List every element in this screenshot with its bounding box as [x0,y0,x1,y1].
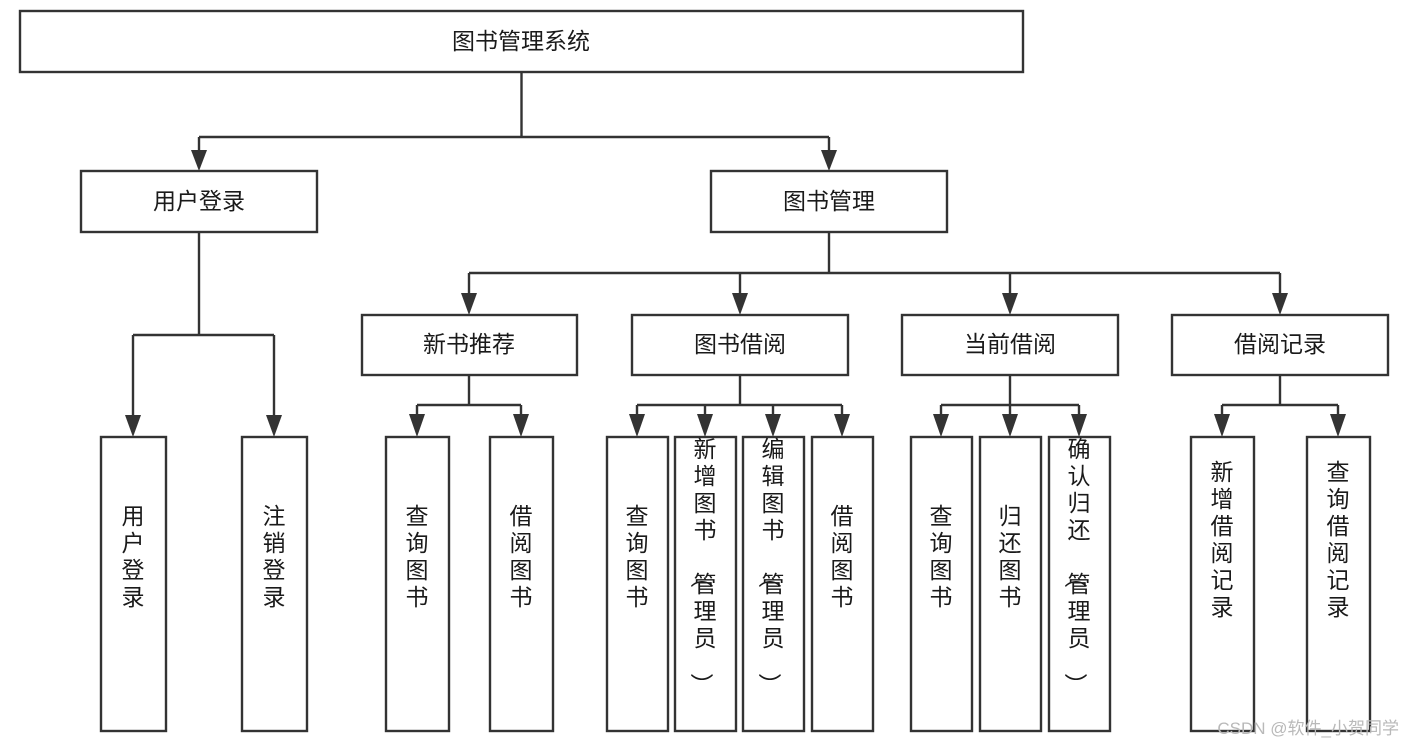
node-leaf-query-book-1-label: 查询图书 [406,503,429,610]
node-book-management-label: 图书管理 [783,188,875,214]
node-leaf-query-book-3-label: 查询图书 [930,503,953,610]
node-borrow-record[interactable]: 借阅记录 [1170,313,1390,377]
node-leaf-return-book-box[interactable] [978,435,1043,733]
node-leaf-user-login-box[interactable] [99,435,168,733]
node-leaf-query-book-2-box[interactable] [605,435,670,733]
node-leaf-borrow-book-1-box[interactable] [488,435,555,733]
arrow-head-leaf-query-record [1330,414,1346,437]
arrow-head-leaf-borrow-book-1 [513,414,529,437]
node-user-login[interactable]: 用户登录 [79,169,319,234]
node-leaf-add-book-box[interactable] [673,435,738,733]
node-leaf-add-record-label: 新增借阅记录 [1211,459,1234,620]
arrow-head-borrow-record [1272,293,1288,315]
arrow-head-leaf-query-book-3 [933,414,949,437]
arrow-head-leaf-add-record [1214,414,1230,437]
node-leaf-query-book-2-label: 查询图书 [626,503,649,610]
node-borrow-record-label: 借阅记录 [1234,331,1326,357]
arrow-head-book-management [821,150,837,171]
connector-group-user-login [125,232,282,437]
node-book-management-box[interactable] [709,169,949,234]
node-leaf-query-book-1-box[interactable] [384,435,451,733]
node-leaf-query-record[interactable]: 查询借阅记录 [1305,435,1372,733]
node-book-management[interactable]: 图书管理 [709,169,949,234]
node-root[interactable]: 图书管理系统 [18,9,1025,74]
arrow-head-leaf-borrow-book-2 [834,414,850,437]
arrow-head-book-borrow [732,293,748,315]
arrow-head-leaf-user-login [125,415,141,437]
node-user-login-label: 用户登录 [153,188,245,214]
node-user-login-box[interactable] [79,169,319,234]
node-current-borrow[interactable]: 当前借阅 [900,313,1120,377]
node-leaf-add-book[interactable]: 新增图书（管理员） [673,435,738,733]
node-borrow-record-box[interactable] [1170,313,1390,377]
node-root-label: 图书管理系统 [452,28,590,54]
arrow-head-leaf-query-book-1 [409,414,425,437]
node-leaf-logout-login[interactable]: 注销登录 [240,435,309,733]
node-leaf-confirm-return-box[interactable] [1047,435,1112,733]
node-root-box[interactable] [18,9,1025,74]
node-leaf-add-record[interactable]: 新增借阅记录 [1189,435,1256,733]
node-leaf-confirm-return-label: 确认归还（管理员） [1063,436,1091,696]
node-leaf-borrow-book-2-label: 借阅图书 [831,503,854,610]
arrow-head-leaf-edit-book [765,414,781,437]
node-leaf-logout-login-label: 注销登录 [263,503,286,610]
connector-group-new-book-recommend [409,375,529,437]
node-leaf-user-login[interactable]: 用户登录 [99,435,168,733]
node-leaf-query-book-2[interactable]: 查询图书 [605,435,670,733]
arrow-head-leaf-logout-login [266,415,282,437]
connector-group-root [191,72,837,171]
node-new-book-recommend[interactable]: 新书推荐 [360,313,579,377]
node-leaf-borrow-book-1-label: 借阅图书 [510,503,533,610]
arrow-head-leaf-query-book-2 [629,414,645,437]
arrow-head-leaf-confirm-return [1071,414,1087,437]
node-leaf-query-book-3-box[interactable] [909,435,974,733]
arrow-head-new-book-recommend [461,293,477,315]
node-leaf-edit-book-label: 编辑图书（管理员） [757,436,785,696]
connector-group-book-management [461,232,1288,315]
node-leaf-edit-book[interactable]: 编辑图书（管理员） [741,435,806,733]
node-new-book-recommend-box[interactable] [360,313,579,377]
node-leaf-return-book[interactable]: 归还图书 [978,435,1043,733]
arrow-head-user-login [191,150,207,171]
node-leaf-add-record-box[interactable] [1189,435,1256,733]
node-leaf-query-book-1[interactable]: 查询图书 [384,435,451,733]
node-leaf-query-record-box[interactable] [1305,435,1372,733]
node-leaf-user-login-label: 用户登录 [122,503,145,610]
csdn-watermark: CSDN @软件_小贺同学 [1217,719,1399,738]
node-book-borrow-label: 图书借阅 [694,331,786,357]
node-leaf-borrow-book-2-box[interactable] [810,435,875,733]
node-current-borrow-box[interactable] [900,313,1120,377]
node-leaf-add-book-label: 新增图书（管理员） [689,436,717,696]
node-leaf-confirm-return[interactable]: 确认归还（管理员） [1047,435,1112,733]
connector-group-book-borrow [629,375,850,437]
node-leaf-query-book-3[interactable]: 查询图书 [909,435,974,733]
connector-group-borrow-record [1214,375,1346,437]
node-leaf-logout-login-box[interactable] [240,435,309,733]
node-leaf-query-record-label: 查询借阅记录 [1327,459,1350,620]
connector-group-current-borrow [933,375,1087,437]
node-leaf-edit-book-box[interactable] [741,435,806,733]
arrow-head-leaf-add-book [697,414,713,437]
node-book-borrow-box[interactable] [630,313,850,377]
node-new-book-recommend-label: 新书推荐 [423,331,515,357]
node-book-borrow[interactable]: 图书借阅 [630,313,850,377]
node-leaf-borrow-book-1[interactable]: 借阅图书 [488,435,555,733]
arrow-head-current-borrow [1002,293,1018,315]
node-leaf-return-book-label: 归还图书 [999,503,1022,610]
node-current-borrow-label: 当前借阅 [964,331,1056,357]
arrow-head-leaf-return-book [1002,414,1018,437]
node-leaf-borrow-book-2[interactable]: 借阅图书 [810,435,875,733]
